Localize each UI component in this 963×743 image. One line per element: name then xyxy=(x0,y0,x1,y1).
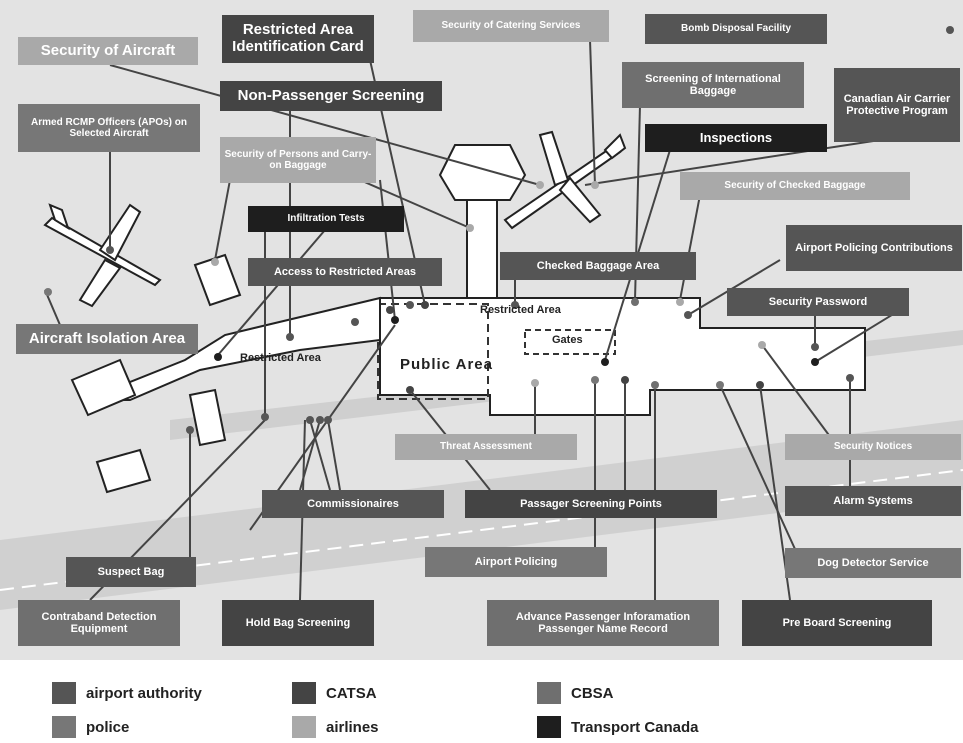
gates-label: Gates xyxy=(552,334,583,346)
legend-swatch xyxy=(537,716,561,738)
legend-swatch xyxy=(52,682,76,704)
terminal-building xyxy=(379,297,866,416)
security-aircraft-label: Security of Aircraft xyxy=(18,37,198,65)
bomb-disposal-label: Bomb Disposal Facility xyxy=(645,14,827,44)
legend-item-airlines: airlines xyxy=(292,716,379,738)
control-tower xyxy=(438,144,527,201)
security-catering-label: Security of Catering Services xyxy=(413,10,609,42)
security-persons-label: Security of Persons and Carry-on Baggage xyxy=(220,137,376,183)
legend-item-police: police xyxy=(52,716,129,738)
restricted-area-top-label: Restricted Area xyxy=(480,304,561,316)
gate-pod-left xyxy=(70,358,137,417)
infiltration-tests-label: Infiltration Tests xyxy=(248,206,404,232)
control-tower-base xyxy=(466,199,498,301)
gate-pod-bottom xyxy=(95,448,152,494)
restricted-area-id-card-label: Restricted Area Identification Card xyxy=(222,15,374,63)
legend-label: police xyxy=(86,718,130,736)
airport-policing-label: Airport Policing xyxy=(425,547,607,577)
gate-pod-middle xyxy=(188,388,227,447)
canadian-air-carrier-label: Canadian Air Carrier Protective Program xyxy=(834,68,960,142)
armed-rcmp-label: Armed RCMP Officers (APOs) on Selected A… xyxy=(18,104,200,152)
threat-assessment-label: Threat Assessment xyxy=(395,434,577,460)
security-notices-label: Security Notices xyxy=(785,434,961,460)
legend-label: CBSA xyxy=(571,684,614,702)
gates-boundary xyxy=(524,329,616,355)
non-passenger-screening-label: Non-Passenger Screening xyxy=(220,81,442,111)
checked-baggage-area-label: Checked Baggage Area xyxy=(500,252,696,280)
access-restricted-areas-label: Access to Restricted Areas xyxy=(248,258,442,286)
airplane-right xyxy=(503,130,627,230)
legend-swatch xyxy=(537,682,561,704)
legend-label: CATSA xyxy=(326,684,377,702)
passenger-screening-points-label: Passager Screening Points xyxy=(465,490,717,518)
legend-item-airport-authority: airport authority xyxy=(52,682,202,704)
legend: airport authority police CATSA airlines … xyxy=(0,660,963,743)
legend-item-cbsa: CBSA xyxy=(537,682,614,704)
legend-swatch xyxy=(292,682,316,704)
public-area-label: Public Area xyxy=(400,356,493,373)
screening-international-baggage-label: Screening of International Baggage xyxy=(622,62,804,108)
security-checked-baggage-label: Security of Checked Baggage xyxy=(680,172,910,200)
hold-bag-screening-label: Hold Bag Screening xyxy=(222,600,374,646)
airplane-left xyxy=(43,203,162,308)
advance-passenger-info-label: Advance Passenger Inforamation Passenger… xyxy=(487,600,719,646)
legend-label: airport authority xyxy=(86,684,202,702)
legend-item-catsa: CATSA xyxy=(292,682,377,704)
legend-label: Transport Canada xyxy=(571,718,699,736)
connector-dots xyxy=(44,26,954,434)
public-area-boundary xyxy=(377,303,489,400)
alarm-systems-label: Alarm Systems xyxy=(785,486,961,516)
security-diagram: Restricted Area Restricted Area Gates Pu… xyxy=(0,0,963,660)
legend-swatch xyxy=(52,716,76,738)
restricted-area-left-label: Restricted Area xyxy=(240,352,321,364)
pre-board-screening-label: Pre Board Screening xyxy=(742,600,932,646)
suspect-bag-label: Suspect Bag xyxy=(66,557,196,587)
inspections-label: Inspections xyxy=(645,124,827,152)
legend-swatch xyxy=(292,716,316,738)
security-password-label: Security Password xyxy=(727,288,909,316)
contraband-detection-label: Contraband Detection Equipment xyxy=(18,600,180,646)
legend-item-transport-canada: Transport Canada xyxy=(537,716,699,738)
commissionaires-label: Commissionaires xyxy=(262,490,444,518)
airport-policing-contributions-label: Airport Policing Contributions xyxy=(786,225,962,271)
dog-detector-label: Dog Detector Service xyxy=(785,548,961,578)
aircraft-isolation-area-label: Aircraft Isolation Area xyxy=(16,324,198,354)
legend-label: airlines xyxy=(326,718,379,736)
